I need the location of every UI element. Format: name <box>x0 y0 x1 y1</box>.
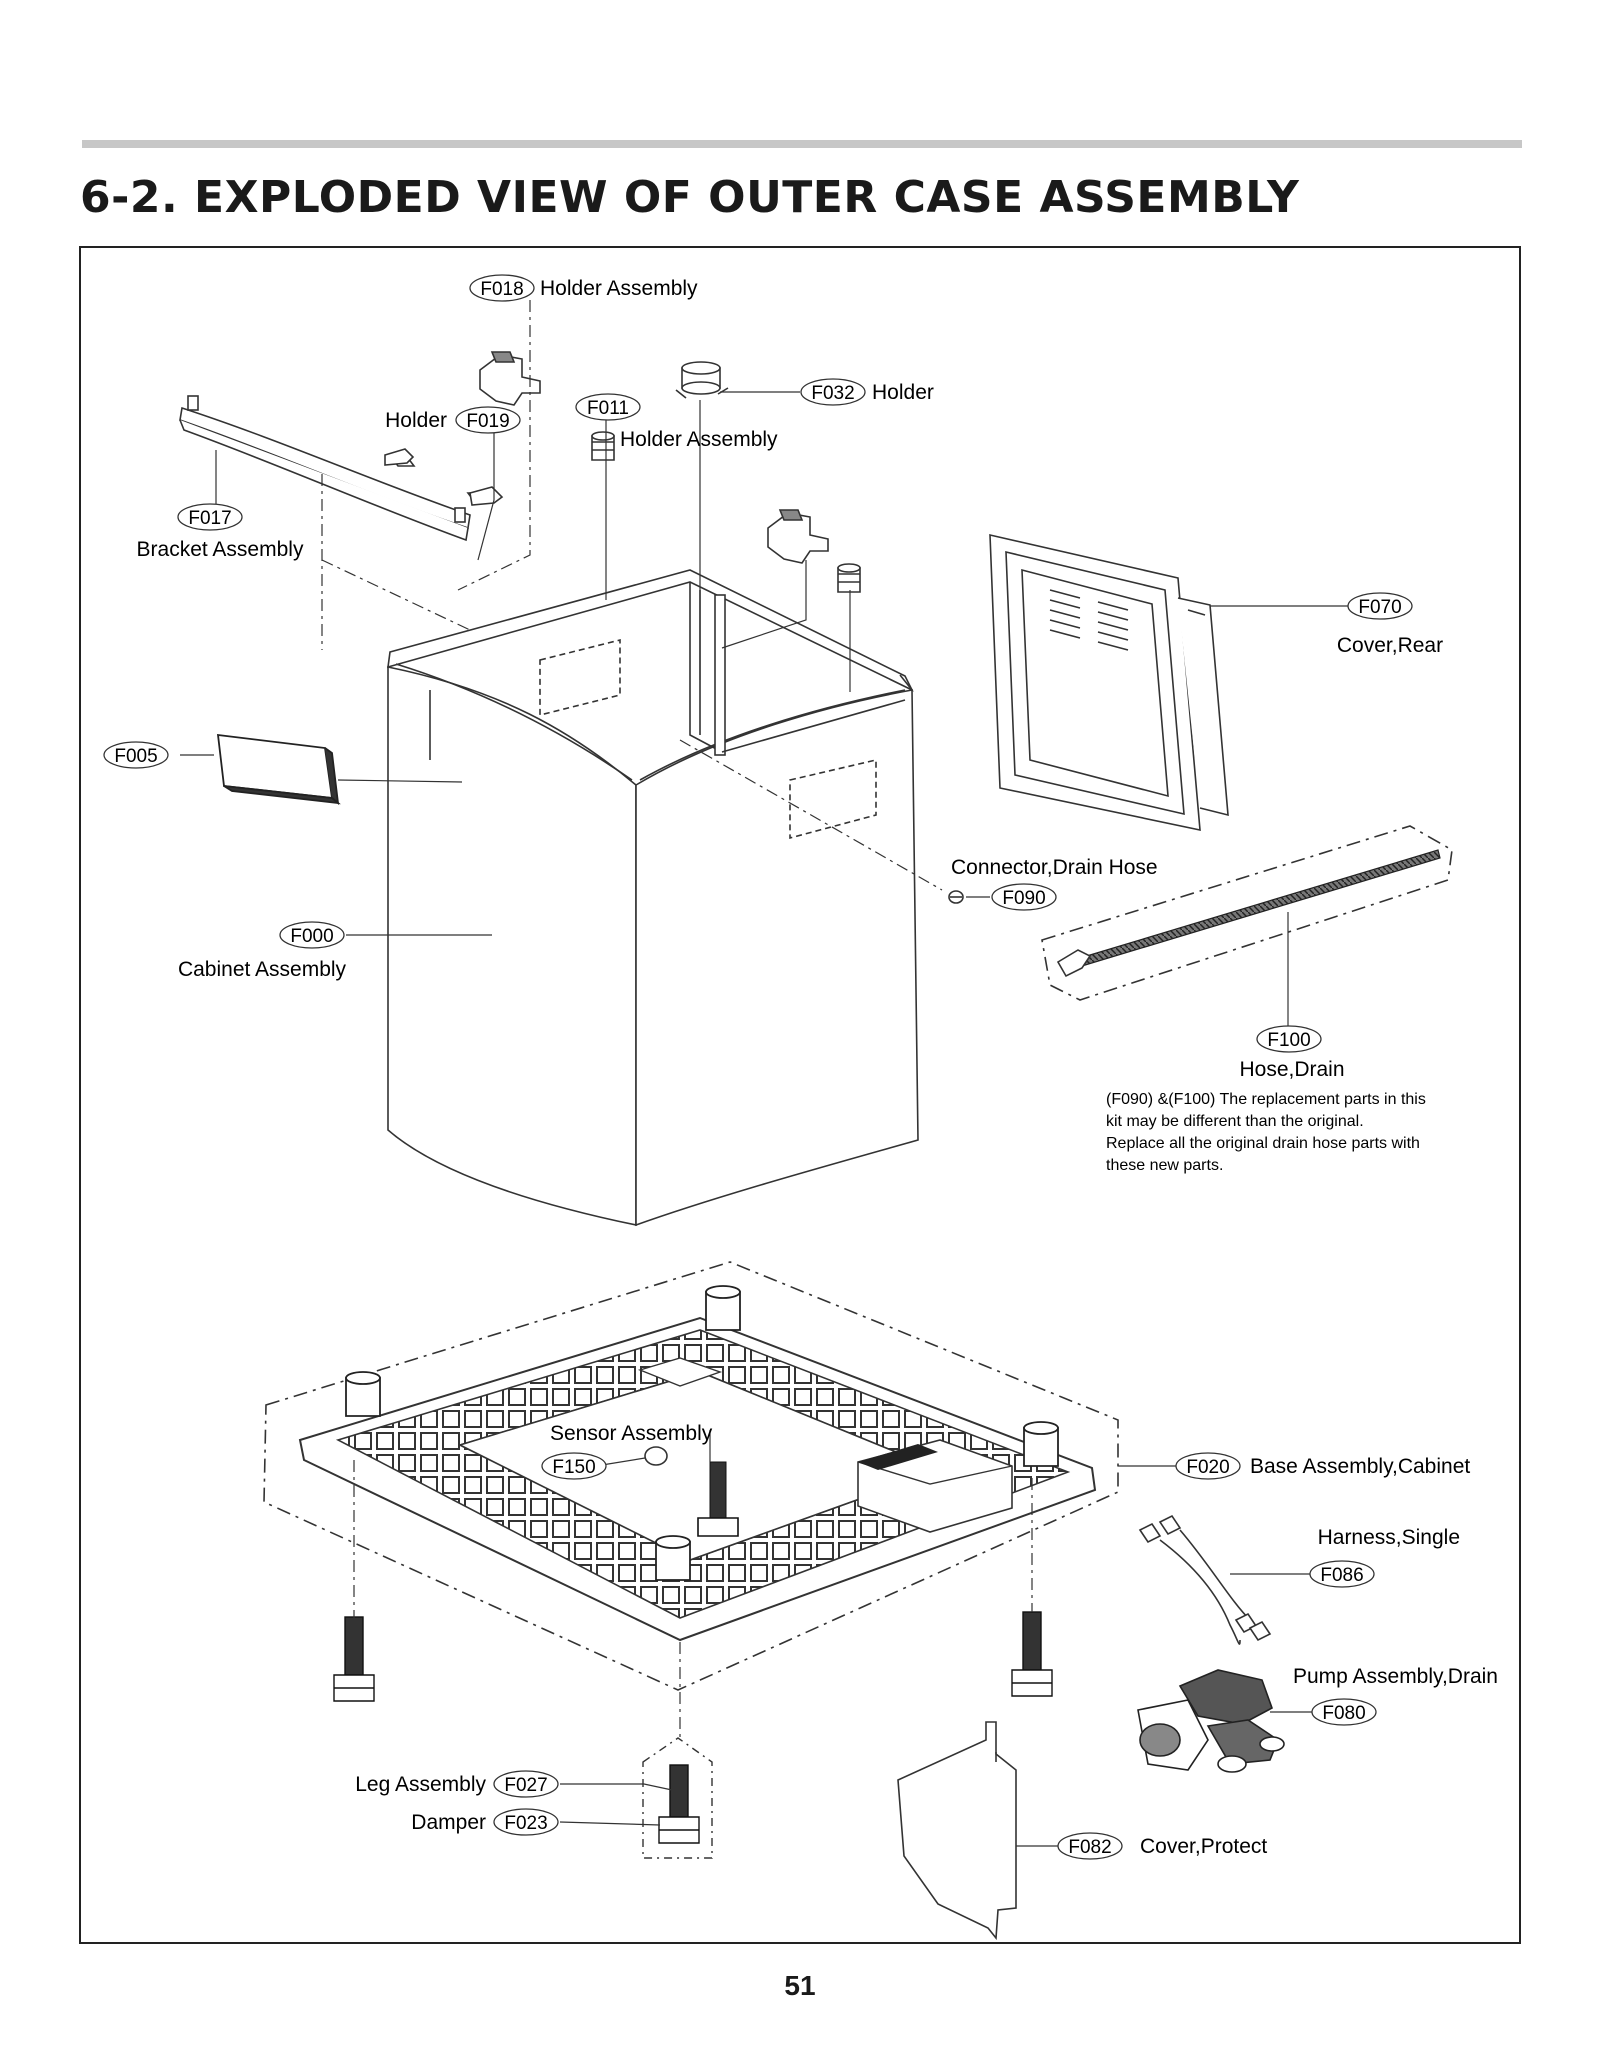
part-name-f150: Sensor Assembly <box>550 1422 713 1445</box>
part-code-f150: F150 <box>552 1457 595 1478</box>
callout-f086: Harness,Single F086 <box>1309 1526 1460 1588</box>
diagram-frame <box>79 246 1521 1944</box>
rear-cover-f070-drawing <box>989 533 1229 832</box>
part-code-f023: F023 <box>504 1813 547 1834</box>
drain-pump-f080-drawing <box>1137 1669 1285 1773</box>
callout-f150: Sensor Assembly F150 <box>541 1422 713 1480</box>
callout-f023: Damper F023 <box>411 1808 559 1836</box>
holder-f032-drawing <box>675 361 729 399</box>
base-assembly-drawing <box>263 1261 1119 1691</box>
part-code-f017: F017 <box>188 508 231 529</box>
callout-f100: F100 Hose,Drain <box>1239 1025 1345 1081</box>
connector-f090-drawing <box>948 890 964 904</box>
callout-f005: F005 <box>103 741 169 769</box>
callout-f090: Connector,Drain Hose F090 <box>951 856 1158 911</box>
part-name-f032: Holder <box>872 381 934 404</box>
protect-cover-f082-drawing <box>897 1721 1017 1941</box>
harness-f086-drawing <box>1138 1514 1272 1645</box>
cabinet-assembly-drawing <box>387 569 919 1227</box>
part-code-f082: F082 <box>1068 1837 1111 1858</box>
callout-f011: F011 Holder Assembly <box>575 393 778 451</box>
callout-f070: F070 Cover,Rear <box>1337 592 1443 657</box>
callout-f017: F017 Bracket Assembly <box>137 503 304 561</box>
part-code-f032: F032 <box>811 383 854 404</box>
cover-f005-drawing <box>216 733 341 806</box>
part-code-f086: F086 <box>1320 1565 1363 1586</box>
callout-f018: F018 Holder Assembly <box>469 274 698 302</box>
part-code-f070: F070 <box>1358 597 1401 618</box>
part-name-f086: Harness,Single <box>1318 1526 1460 1549</box>
part-code-f018: F018 <box>480 279 523 300</box>
page-number: 51 <box>784 1970 816 2001</box>
drain-hose-f100-drawing <box>1041 825 1453 1001</box>
part-code-f000: F000 <box>290 926 333 947</box>
callout-f027: Leg Assembly F027 <box>355 1770 559 1798</box>
callout-f020: F020 Base Assembly,Cabinet <box>1175 1452 1470 1480</box>
part-name-f027: Leg Assembly <box>355 1773 486 1796</box>
part-code-f027: F027 <box>504 1775 547 1796</box>
leader-lines <box>180 300 1350 1847</box>
part-name-f020: Base Assembly,Cabinet <box>1250 1455 1470 1478</box>
leg-callout-box <box>642 1737 713 1859</box>
callout-f080: Pump Assembly,Drain F080 <box>1293 1665 1498 1726</box>
part-name-f011: Holder Assembly <box>620 428 778 451</box>
part-name-f017: Bracket Assembly <box>137 538 304 561</box>
part-code-f020: F020 <box>1186 1457 1229 1478</box>
part-code-f011: F011 <box>587 398 629 419</box>
part-code-f100: F100 <box>1267 1030 1310 1051</box>
callout-f019: Holder F019 <box>385 406 521 434</box>
part-name-f080: Pump Assembly,Drain <box>1293 1665 1498 1688</box>
part-name-f082: Cover,Protect <box>1140 1835 1267 1858</box>
part-name-f000: Cabinet Assembly <box>178 958 347 981</box>
part-name-f019: Holder <box>385 409 447 432</box>
part-code-f019: F019 <box>466 411 509 432</box>
holder-assembly-f011-drawing <box>591 431 861 593</box>
callout-f032: F032 Holder <box>800 378 934 406</box>
callout-f000: F000 Cabinet Assembly <box>178 921 347 981</box>
note-line-4: these new parts. <box>1106 1157 1223 1174</box>
note-line-3: Replace all the original drain hose part… <box>1106 1135 1420 1152</box>
holder-assembly-f018-drawing <box>479 351 829 564</box>
part-name-f023: Damper <box>411 1811 486 1834</box>
page-title: 6-2. EXPLODED VIEW OF OUTER CASE ASSEMBL… <box>80 172 1300 223</box>
note-line-2: kit may be different than the original. <box>1106 1113 1364 1130</box>
callout-f082: F082 Cover,Protect <box>1057 1832 1267 1860</box>
top-rule <box>82 140 1522 148</box>
part-code-f080: F080 <box>1322 1703 1365 1724</box>
part-code-f090: F090 <box>1002 888 1045 909</box>
part-name-f090: Connector,Drain Hose <box>951 856 1158 879</box>
part-name-f100: Hose,Drain <box>1239 1058 1344 1081</box>
part-code-f005: F005 <box>114 746 157 767</box>
note-line-1: (F090) &(F100) The replacement parts in … <box>1106 1091 1426 1108</box>
part-name-f018: Holder Assembly <box>540 277 698 300</box>
part-name-f070: Cover,Rear <box>1337 634 1443 657</box>
replacement-note: (F090) &(F100) The replacement parts in … <box>1106 1091 1426 1174</box>
